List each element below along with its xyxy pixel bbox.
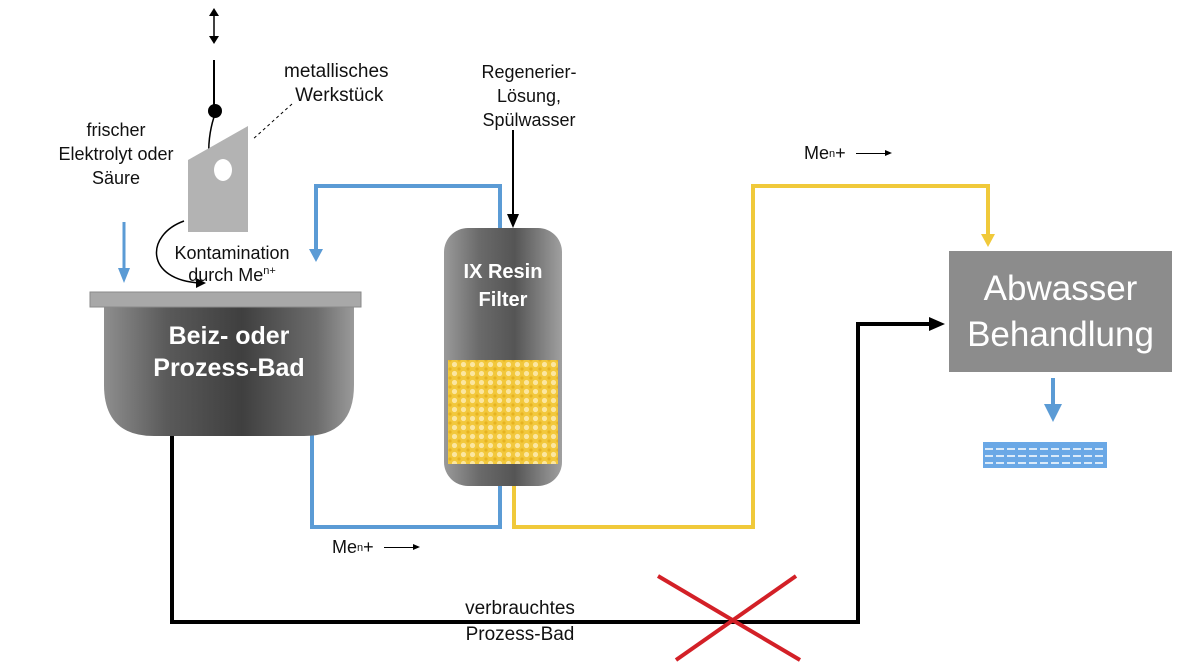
tank-title: Beiz- oder Prozess-Bad <box>153 322 305 382</box>
process-tank <box>89 291 362 436</box>
contamination-label: Kontamination durch Men+ <box>174 243 290 285</box>
black-pipe <box>170 317 945 624</box>
blue-feed-pipe <box>310 435 502 529</box>
resin-bed <box>448 360 558 464</box>
wastewater-treatment-box: Abwasser Behandlung <box>949 251 1172 372</box>
wastewater-title-line2: Behandlung <box>967 314 1154 354</box>
yellow-pipe <box>512 184 995 529</box>
regeneration-label: Regenerier- Lösung, Spülwasser <box>481 62 577 130</box>
arrow-right-icon <box>383 544 420 550</box>
up-down-arrow-icon <box>209 8 219 44</box>
blue-return-pipe <box>309 184 502 262</box>
regeneration-arrow <box>507 130 519 228</box>
filter-title: IX Resin Filter <box>463 261 543 311</box>
ix-resin-filter <box>444 228 562 486</box>
wastewater-title-line1: Abwasser <box>983 268 1138 308</box>
arrow-right-icon <box>855 150 892 156</box>
spent-bath-label: verbrauchtes Prozess-Bad <box>465 598 575 645</box>
blocked-cross-icon <box>656 574 802 662</box>
workpiece-label: metallisches Werkstück <box>284 61 389 106</box>
metal-workpiece <box>188 126 248 232</box>
treated-water-icon <box>983 378 1107 468</box>
fresh-electrolyte-arrow <box>118 222 130 283</box>
workpiece-pointer <box>251 103 293 141</box>
fresh-electrolyte-label: frischer Elektrolyt oder Säure <box>58 120 174 188</box>
contamination-arrow <box>155 220 206 288</box>
